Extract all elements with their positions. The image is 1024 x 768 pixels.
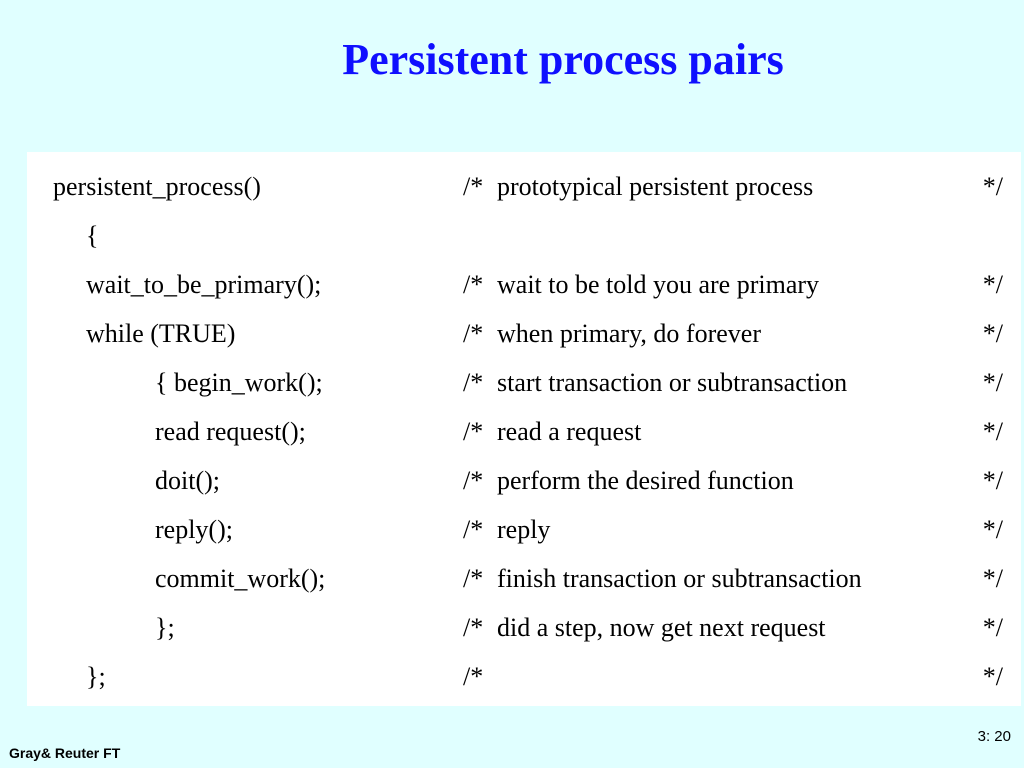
code-line-7: doit(); /* perform the desired function …	[27, 456, 1021, 505]
comment-open: /*	[463, 368, 484, 397]
comment-open: /*	[463, 270, 484, 299]
code-text: persistent_process()	[53, 172, 261, 201]
comment-close: */	[982, 319, 1003, 348]
code-line-2: {	[27, 211, 1021, 260]
code-text: while (TRUE)	[86, 319, 236, 348]
code-text: {	[86, 221, 99, 250]
comment-close: */	[982, 368, 1003, 397]
code-line-9: commit_work(); /* finish transaction or …	[27, 554, 1021, 603]
code-text: read request();	[155, 417, 306, 446]
slide-title: Persistent process pairs	[342, 35, 784, 84]
code-text: };	[155, 613, 175, 642]
page-number: 3: 20	[977, 728, 1011, 745]
code-line-11: }; /* */	[27, 652, 1021, 701]
code-text: commit_work();	[155, 564, 326, 593]
comment-open: /*	[463, 319, 484, 348]
comment-text: start transaction or subtransaction	[497, 368, 848, 397]
comment-open: /*	[463, 172, 484, 201]
code-line-8: reply(); /* reply */	[27, 505, 1021, 554]
comment-open: /*	[463, 662, 484, 691]
comment-close: */	[982, 613, 1003, 642]
comment-text: reply	[497, 515, 551, 544]
code-line-10: }; /* did a step, now get next request *…	[27, 603, 1021, 652]
code-line-6: read request(); /* read a request */	[27, 407, 1021, 456]
comment-text: did a step, now get next request	[497, 613, 826, 642]
comment-open: /*	[463, 564, 484, 593]
code-line-4: while (TRUE) /* when primary, do forever…	[27, 309, 1021, 358]
code-text: { begin_work();	[155, 368, 323, 397]
comment-open: /*	[463, 417, 484, 446]
footer-credit: Gray& Reuter FT	[9, 745, 121, 761]
code-text: wait_to_be_primary();	[86, 270, 322, 299]
code-line-5: { begin_work(); /* start transaction or …	[27, 358, 1021, 407]
comment-close: */	[982, 662, 1003, 691]
comment-text: when primary, do forever	[497, 319, 761, 348]
comment-text: perform the desired function	[497, 466, 794, 495]
code-line-3: wait_to_be_primary(); /* wait to be told…	[27, 260, 1021, 309]
comment-open: /*	[463, 466, 484, 495]
comment-close: */	[982, 466, 1003, 495]
comment-close: */	[982, 417, 1003, 446]
comment-text: read a request	[497, 417, 642, 446]
comment-close: */	[982, 564, 1003, 593]
comment-close: */	[982, 515, 1003, 544]
comment-open: /*	[463, 613, 484, 642]
comment-text: finish transaction or subtransaction	[497, 564, 862, 593]
comment-close: */	[982, 270, 1003, 299]
comment-close: */	[982, 172, 1003, 201]
comment-open: /*	[463, 515, 484, 544]
comment-text: wait to be told you are primary	[497, 270, 820, 299]
code-text: doit();	[155, 466, 220, 495]
code-text: };	[86, 662, 106, 691]
code-text: reply();	[155, 515, 233, 544]
code-listing: persistent_process() /* prototypical per…	[27, 152, 1021, 706]
code-line-1: persistent_process() /* prototypical per…	[27, 162, 1021, 211]
comment-text: prototypical persistent process	[497, 172, 814, 201]
